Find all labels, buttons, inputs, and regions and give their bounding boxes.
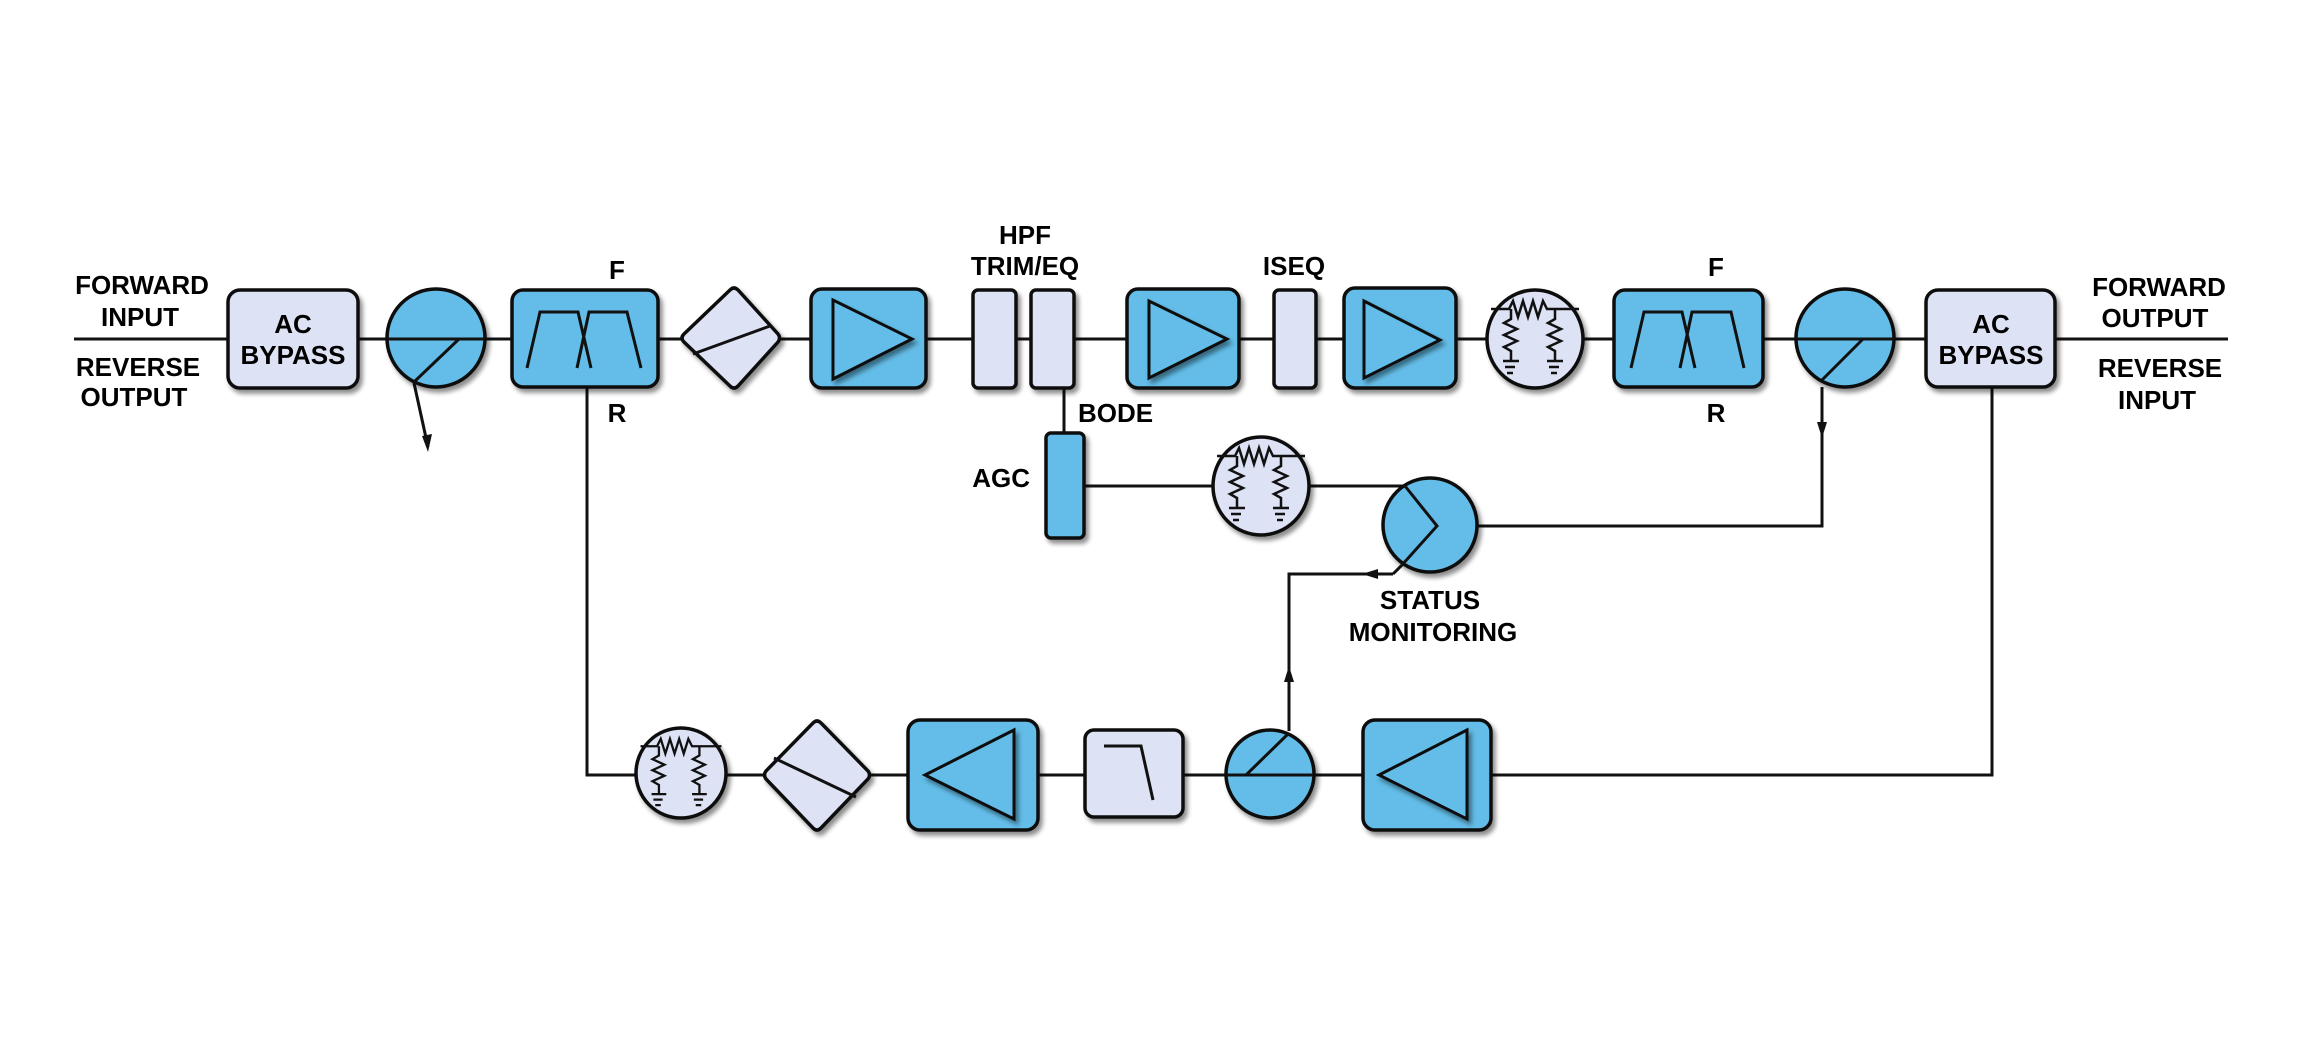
directional-coupler-right[interactable] — [1794, 287, 1896, 389]
ac-bypass-left-label-2: BYPASS — [241, 340, 346, 370]
bode-equalizer-block[interactable] — [1029, 288, 1076, 390]
forward-amplifier-1[interactable] — [809, 287, 928, 390]
status-to-coupler-line — [1478, 387, 1824, 528]
directional-coupler-reverse[interactable] — [1224, 728, 1316, 820]
ac-bypass-left-label-1: AC — [274, 309, 312, 339]
lowpass-rolloff-icon — [1104, 744, 1155, 801]
interstage-equalizer-block[interactable] — [1272, 288, 1318, 390]
attenuator-pad-reverse[interactable] — [634, 726, 728, 820]
diplex-right-r-label: R — [1707, 398, 1726, 428]
forward-amplifier-3[interactable] — [1342, 286, 1458, 390]
labels: FORWARD INPUT REVERSE OUTPUT FORWARD OUT… — [75, 220, 2226, 647]
diplex-left-f-label: F — [609, 255, 625, 285]
status-monitoring-block[interactable] — [1381, 476, 1479, 576]
attenuator-pad-forward[interactable] — [1485, 288, 1585, 390]
status-label-2: MONITORING — [1349, 617, 1518, 647]
hpf-trim-eq-block[interactable] — [971, 288, 1018, 390]
amplifier-triangle-icon — [1362, 298, 1444, 381]
arrowhead-left — [1362, 569, 1378, 579]
coupler-tap-icon — [1244, 731, 1291, 777]
amplifier-triangle-icon — [831, 297, 916, 382]
trim-eq-label: TRIM/EQ — [971, 251, 1079, 281]
equalizer-diamond-forward[interactable] — [680, 286, 782, 390]
diplex-filter-right[interactable] — [1612, 288, 1765, 389]
agc-label: AGC — [972, 463, 1030, 493]
chevron-right-icon — [1391, 485, 1439, 576]
reverse-output-label-2: OUTPUT — [81, 382, 188, 412]
status-label-1: STATUS — [1380, 585, 1480, 615]
ac-bypass-right[interactable] — [1924, 288, 2057, 389]
forward-amplifier-2[interactable] — [1125, 287, 1241, 390]
amplifier-triangle-icon — [1147, 298, 1231, 381]
bode-label: BODE — [1078, 398, 1153, 428]
directional-coupler-left[interactable] — [385, 287, 487, 389]
hpf-label: HPF — [999, 220, 1051, 250]
ac-bypass-right-label-2: BYPASS — [1939, 340, 2044, 370]
arrowhead-down — [1817, 422, 1827, 438]
diplex-filter-left[interactable] — [510, 288, 660, 389]
arrowhead-up — [1284, 666, 1294, 682]
coupler-tap-icon — [412, 337, 461, 384]
equalizer-slope-icon — [692, 324, 771, 356]
forward-input-label-1: FORWARD — [75, 270, 209, 300]
diplex-right-f-label: F — [1708, 252, 1724, 282]
amplifier-triangle-left-icon — [921, 727, 1016, 822]
low-pass-filter[interactable] — [1083, 728, 1185, 819]
iseq-label: ISEQ — [1263, 251, 1325, 281]
equalizer-slope-icon — [773, 756, 857, 799]
reverse-input-label-1: REVERSE — [2098, 353, 2222, 383]
bandpass-filter-icon — [1629, 310, 1746, 369]
attenuator-pad-agc[interactable] — [1211, 435, 1311, 537]
diplex-left-r-label: R — [608, 398, 627, 428]
ac-bypass-right-label-1: AC — [1972, 309, 2010, 339]
forward-input-label-2: INPUT — [101, 302, 179, 332]
bandpass-filter-icon — [525, 310, 643, 369]
ac-bypass-left[interactable] — [226, 288, 360, 390]
status-feedback-line — [1287, 572, 1393, 731]
agc-block[interactable] — [1044, 431, 1086, 540]
coupler-tap-icon — [1820, 337, 1865, 382]
forward-output-label-2: OUTPUT — [2102, 303, 2209, 333]
reverse-input-label-2: INPUT — [2118, 385, 2196, 415]
arrowhead-tap — [422, 434, 432, 452]
equalizer-diamond-reverse[interactable] — [762, 719, 872, 832]
reverse-amplifier-1[interactable] — [906, 718, 1040, 832]
forward-output-label-1: FORWARD — [2092, 272, 2226, 302]
reverse-amplifier-2[interactable] — [1361, 718, 1493, 832]
reverse-output-label-1: REVERSE — [76, 352, 200, 382]
amplifier-triangle-left-icon — [1375, 727, 1469, 822]
